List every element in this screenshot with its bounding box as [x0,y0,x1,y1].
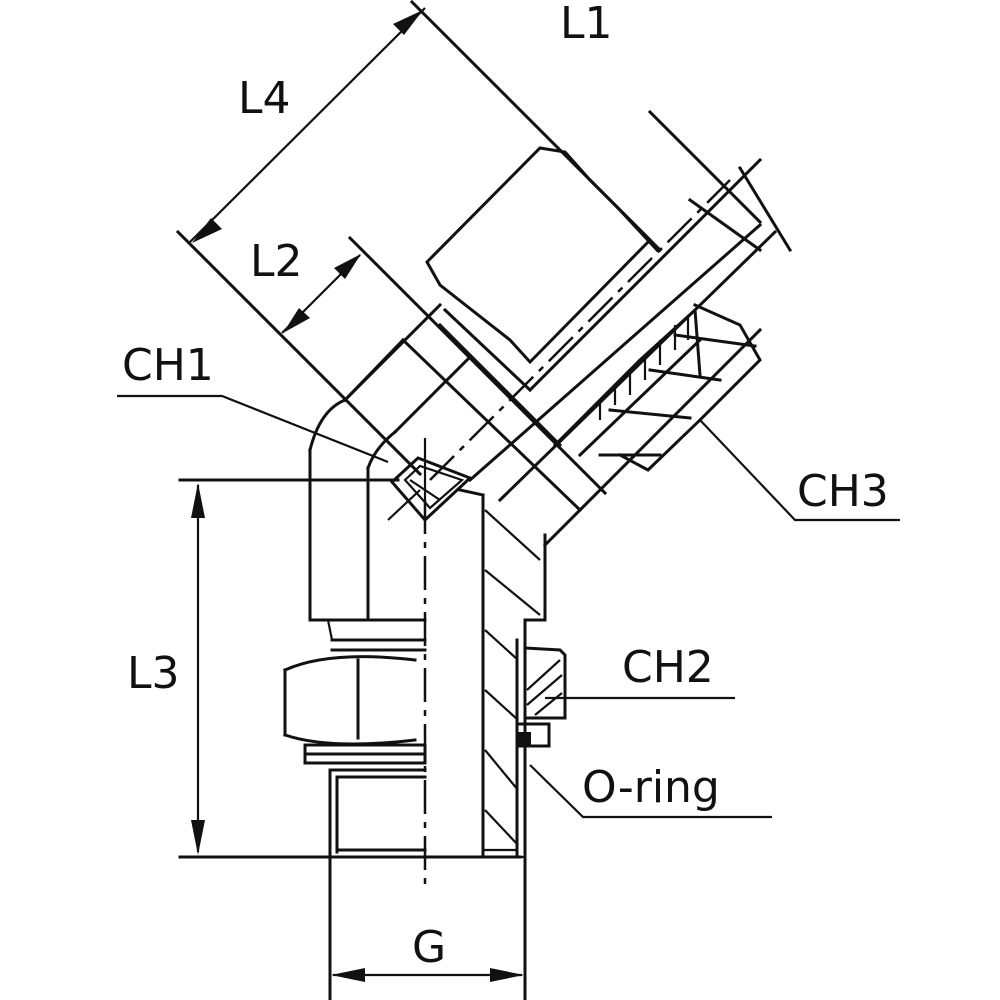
label-ch3: CH3 [797,466,889,517]
label-l1: L1 [560,0,613,49]
dimension-l3: L3 [127,483,205,855]
label-ch1: CH1 [122,340,214,391]
label-oring: O-ring [582,762,720,813]
label-ch2: CH2 [622,642,714,693]
lower-body [283,448,567,1000]
label-l4: L4 [238,73,291,124]
oring-section [517,732,531,746]
extension-line-l2 [347,235,608,496]
label-g: G [412,922,446,973]
callout-ch3: CH3 [699,419,900,522]
dimension-g: G [331,922,524,982]
callout-ch2: CH2 [545,642,735,700]
label-l3: L3 [127,648,180,699]
wrench-flat-symbol [387,438,473,523]
dimension-l4: L4 [189,7,426,243]
swivel-nut-body [308,109,793,548]
callout-oring: O-ring [529,762,772,819]
dimension-l2: L2 [250,236,361,334]
label-l2: L2 [250,236,303,287]
callout-ch1: CH1 [117,340,389,464]
extension-line-l4 [175,229,423,477]
